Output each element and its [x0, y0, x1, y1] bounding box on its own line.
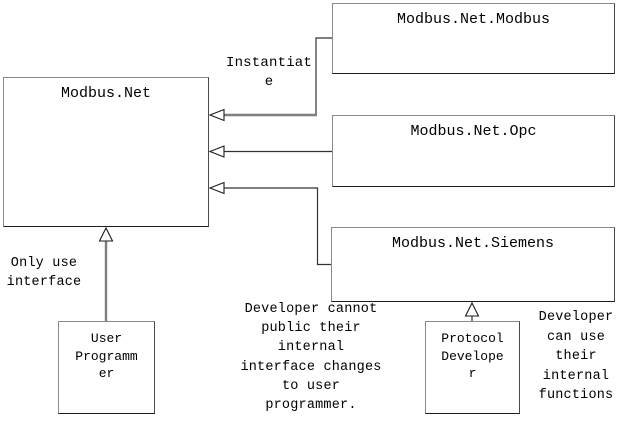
- box-protocol-developer-label: Protocol Develope r: [441, 331, 504, 381]
- hollow-triangle-arrowhead-icon: [208, 145, 225, 158]
- connector-instantiate-arrow: [208, 37, 332, 122]
- box-protocol-developer: Protocol Develope r: [425, 321, 520, 414]
- connector-opc-arrow: [208, 145, 332, 158]
- box-modbus-net: Modbus.Net: [3, 77, 209, 227]
- annotation-developer-cannot: Developer cannot public their internal i…: [240, 302, 382, 414]
- box-modbus-net-opc-label: Modbus.Net.Opc: [410, 123, 537, 140]
- box-modbus-net-opc: Modbus.Net.Opc: [332, 115, 615, 187]
- annotation-only-use-interface: Only use interface: [6, 256, 82, 290]
- box-modbus-net-siemens-label: Modbus.Net.Siemens: [391, 235, 555, 252]
- hollow-triangle-arrowhead-icon: [208, 108, 225, 122]
- hollow-triangle-arrowhead-icon: [208, 181, 225, 195]
- annotation-instantiate: Instantiat e: [225, 55, 312, 90]
- hollow-triangle-arrowhead-icon: [464, 301, 480, 317]
- box-modbus-net-modbus-label: Modbus.Net.Modbus: [396, 11, 551, 28]
- box-modbus-net-siemens: Modbus.Net.Siemens: [331, 227, 615, 302]
- connector-user-programmer-arrow: [98, 226, 114, 321]
- connector-protocol-developer-arrow: [464, 301, 480, 321]
- box-modbus-net-label: Modbus.Net: [60, 85, 151, 102]
- box-user-programmer: User Programm er: [58, 321, 155, 414]
- box-user-programmer-label: User Programm er: [75, 331, 138, 381]
- annotation-developer-can: Developer can use their internal functio…: [538, 310, 614, 404]
- hollow-triangle-arrowhead-icon: [98, 226, 114, 242]
- box-modbus-net-modbus: Modbus.Net.Modbus: [332, 3, 615, 74]
- connector-siemens-arrow: [208, 181, 331, 266]
